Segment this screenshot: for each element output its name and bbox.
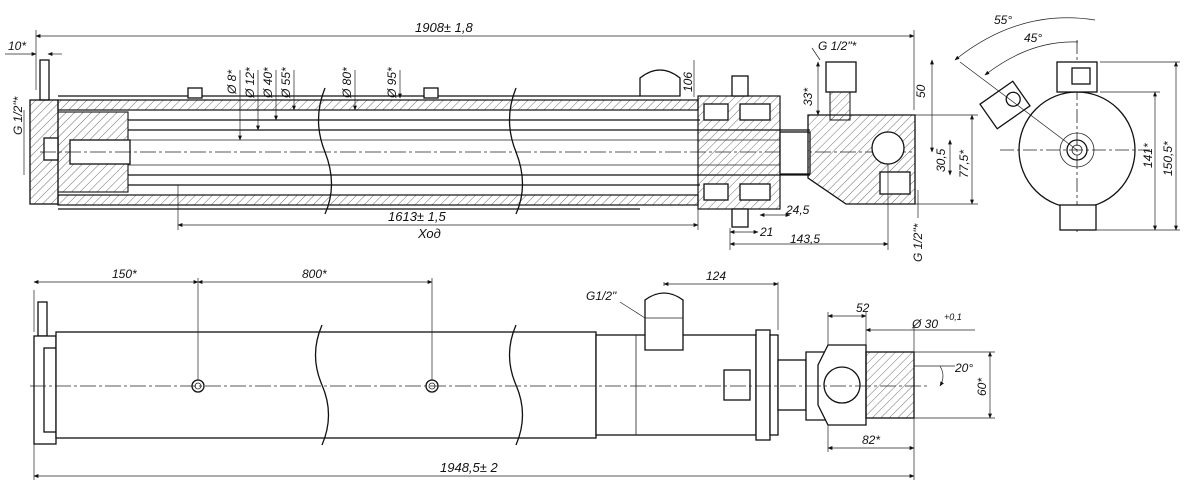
overall-length-dim: 1908± 1,8 <box>35 20 915 110</box>
dim-150-5: 150,5* <box>1161 141 1175 176</box>
dim-141: 141* <box>1141 143 1155 168</box>
dim-150: 150* <box>112 267 137 281</box>
section-view: 1908± 1,8 10* G 1/2"* <box>5 20 978 262</box>
stroke-dim: 1613± 1,5 Ход <box>177 185 699 241</box>
dim-33: 33* <box>801 88 815 106</box>
side-rear-pin <box>37 301 48 337</box>
port-top-dim: G 1/2"* <box>811 39 857 61</box>
dim-82: 82* <box>862 433 880 447</box>
rear-lug-pin <box>39 59 50 101</box>
overall-length-label: 1908± 1,8 <box>415 20 474 35</box>
port-bottom-label: G 1/2"* <box>911 223 925 262</box>
dim-d40: Ø 40* <box>261 67 275 99</box>
rod <box>779 131 811 175</box>
angle-55: 55° <box>994 13 1012 27</box>
dim-21: 21 <box>759 225 773 239</box>
dim-d55: Ø 55* <box>279 67 293 99</box>
gland-plug-top <box>731 75 749 97</box>
side-rod-eye-block <box>865 351 915 419</box>
side-gland-plug <box>723 369 751 401</box>
diameter-dims: Ø 8* Ø 12* Ø 40* Ø 55* Ø 80* Ø 95* <box>225 67 402 141</box>
dim-60: 60* <box>975 378 989 396</box>
rod-eye-port <box>879 171 911 195</box>
dim-77-5: 77,5* <box>957 150 971 178</box>
barrel-bottom-wall <box>57 194 699 206</box>
side-port-boss <box>644 292 684 351</box>
dim-d80: Ø 80* <box>340 67 354 99</box>
port-top-label: G 1/2"* <box>818 39 857 53</box>
dim-d12: Ø 12* <box>243 67 257 99</box>
side-rod <box>777 359 807 411</box>
dim-30-5: 30,5 <box>934 148 948 172</box>
bleed-plug-1 <box>187 87 203 99</box>
gland-dims: 24,5 21 143,5 <box>729 164 889 250</box>
dim-106: 106 <box>681 72 695 92</box>
dim-24-5: 24,5 <box>785 203 810 217</box>
dim-d30: Ø 30 <box>911 317 938 331</box>
dim-d95: Ø 95* <box>385 67 399 99</box>
rear-port <box>43 137 59 161</box>
dim-52: 52 <box>856 301 870 315</box>
stroke-value-label: 1613± 1,5 <box>388 209 447 224</box>
overall-length-side-label: 1948,5± 2 <box>440 460 499 475</box>
dim-124: 124 <box>706 269 726 283</box>
stroke-label: Ход <box>417 226 441 241</box>
angle-45: 45° <box>1024 31 1042 45</box>
top-fitting-body <box>829 91 851 121</box>
end-view: 55° 45° 141* 150,5* <box>954 13 1180 232</box>
dim-d30-tol: +0,1 <box>944 312 962 322</box>
rod-eye-bore <box>871 131 905 165</box>
bleed-plug-2 <box>423 87 439 99</box>
side-barrel <box>55 331 597 439</box>
side-gland-ring <box>755 329 771 441</box>
dim-10-label: 10* <box>8 39 26 53</box>
angle-20: 20° <box>954 361 973 375</box>
end-view-bottom-fitting <box>1059 204 1097 231</box>
top-fitting <box>825 61 857 93</box>
dim-50: 50 <box>914 84 928 98</box>
dim-800: 800* <box>302 267 327 281</box>
port-left-label: G 1/2"* <box>11 96 25 135</box>
break-line-1 <box>317 87 333 215</box>
barrel-top-wall <box>57 99 699 111</box>
dim-143-5: 143,5 <box>790 232 820 246</box>
top-port-boss <box>639 69 681 97</box>
dim-10: 10* <box>5 39 62 56</box>
break-line-2 <box>508 87 524 215</box>
dim-d8: Ø 8* <box>225 70 239 95</box>
side-port-label: G1/2" <box>586 289 617 303</box>
side-view: G1/2" 150* 800* 124 <box>30 267 995 480</box>
end-view-angled-fitting <box>979 80 1031 130</box>
gland-plug-bottom <box>731 208 749 228</box>
